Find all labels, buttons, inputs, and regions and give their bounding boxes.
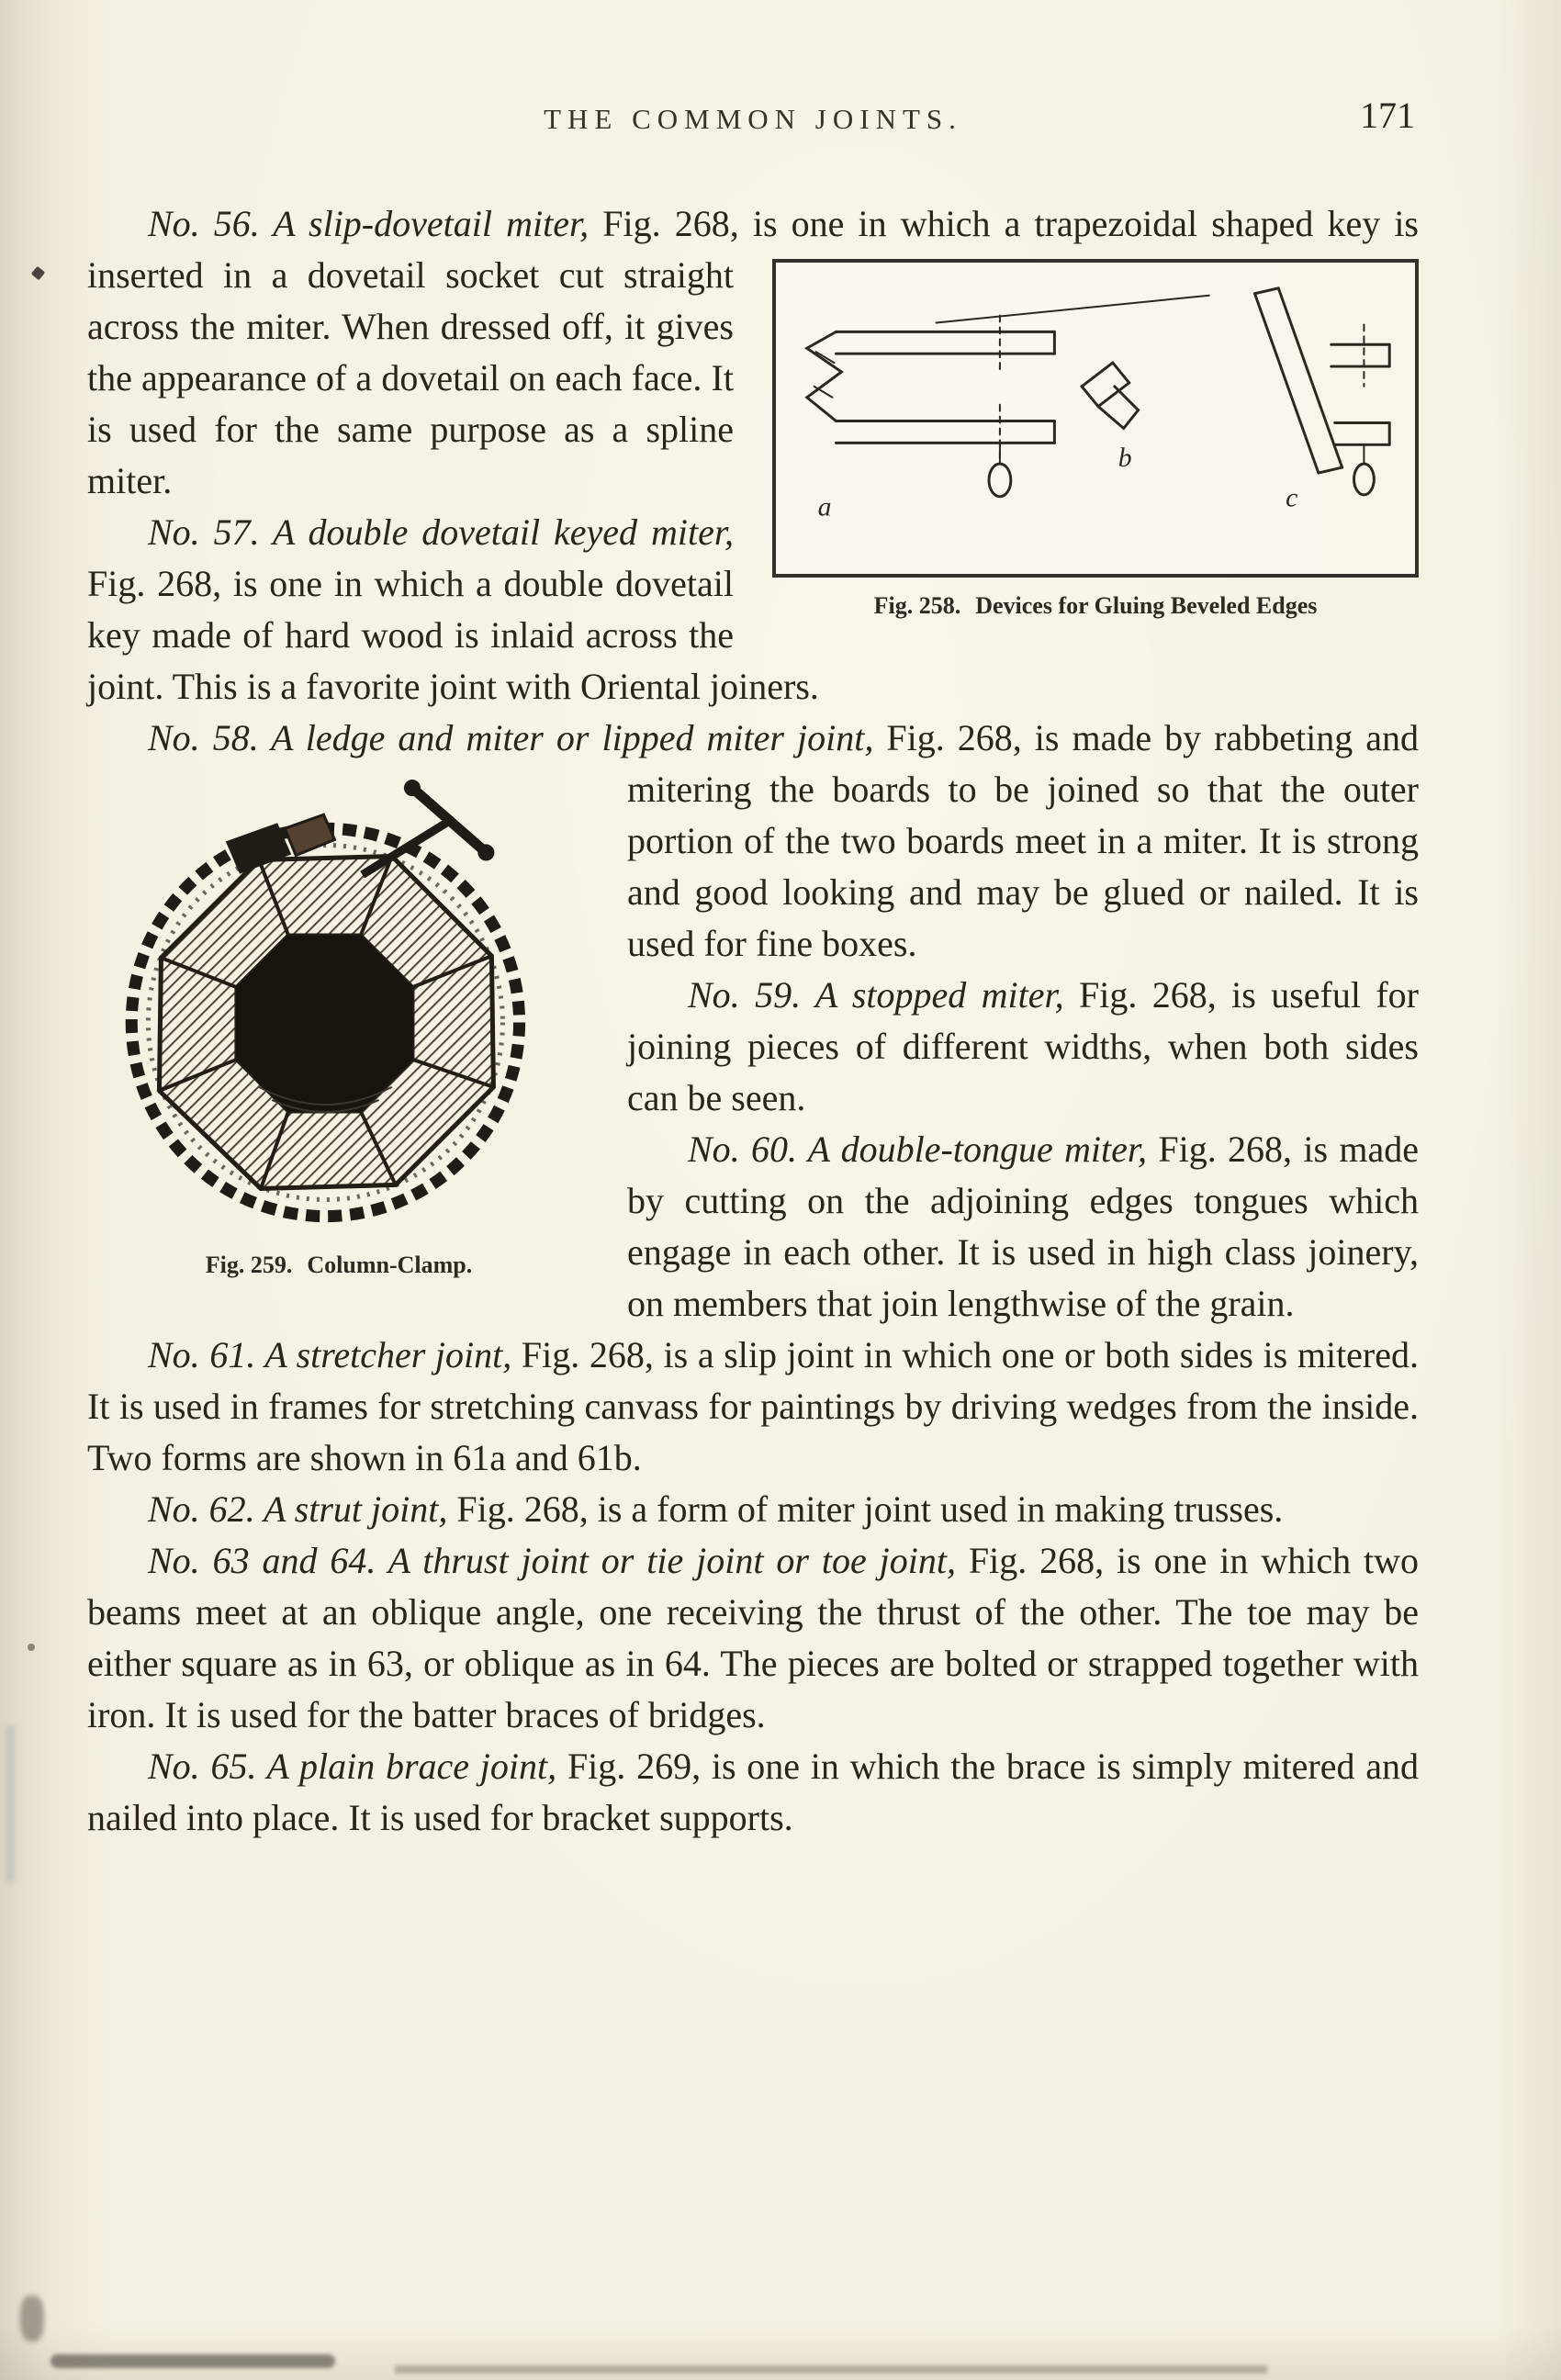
page-content: THE COMMON JOINTS. 171 No. 56. A slip-do… <box>87 92 1419 1844</box>
paragraph-no-62: No. 62. A strut joint, Fig. 268, is a fo… <box>87 1484 1419 1535</box>
page-header: THE COMMON JOINTS. 171 <box>87 92 1419 156</box>
paragraph-no-57: No. 57. A double dovetail keyed miter, F… <box>87 507 1419 713</box>
joint-heading-61: No. 61. A stretcher joint, <box>148 1334 512 1375</box>
joint-heading-57: No. 57. A double dovetail keyed miter, <box>148 511 734 553</box>
glue-devices-illustration: a b c <box>803 286 1391 522</box>
paragraph-no-60: No. 60. A double-tongue miter, Fig. 268,… <box>87 1124 1419 1330</box>
figure-258-caption-number: Fig. 258. <box>873 592 961 620</box>
wood-ring <box>156 853 496 1192</box>
paragraph-no-56: No. 56. A slip-dovetail miter, Fig. 268,… <box>87 198 1419 619</box>
figure-258-caption-text: Devices for Gluing Beveled Edges <box>975 592 1318 620</box>
paragraph-text-57: Fig. 268, is one in which a double dovet… <box>87 563 819 707</box>
paragraph-no-65: No. 65. A plain brace joint, Fig. 269, i… <box>87 1741 1419 1844</box>
scan-artifact <box>28 1644 35 1651</box>
figure-258-labels: a b c <box>818 443 1298 522</box>
scan-artifact <box>6 1726 15 1882</box>
joint-heading-65: No. 65. A plain brace joint, <box>148 1746 557 1787</box>
figure-259-image <box>87 775 590 1237</box>
column-clamp-illustration <box>125 780 526 1223</box>
paragraph-text-60: Fig. 268, is made by cutting on the adjo… <box>627 1128 1419 1324</box>
clamp-screw-handle <box>225 780 495 879</box>
paragraph-no-59: No. 59. A stopped miter, Fig. 268, is us… <box>87 970 1419 1124</box>
figure-259-caption-text: Column-Clamp. <box>307 1251 473 1278</box>
paragraph-text-63-64: Fig. 268, is one in which two beams meet… <box>87 1540 1419 1735</box>
figure-label-c: c <box>1286 484 1297 513</box>
paragraph-no-63-64: No. 63 and 64. A thrust joint or tie joi… <box>87 1535 1419 1741</box>
figure-259: Fig. 259. Column-Clamp. <box>87 775 590 1281</box>
paragraph-text-59: Fig. 268, is useful for joining pieces o… <box>627 974 1419 1118</box>
figure-258-image: a b c <box>772 259 1419 578</box>
paragraph-text-56a: Fig. 268, is one in which a trapezoidal … <box>87 203 1419 296</box>
joint-heading-62: No. 62. A strut joint, <box>148 1488 448 1530</box>
paragraph-no-58: No. 58. A ledge and miter or lipped mite… <box>87 713 1420 1278</box>
device-c-drawing <box>1252 286 1391 497</box>
figure-label-b: b <box>1118 443 1132 473</box>
joint-heading-60: No. 60. A double-tongue miter, <box>688 1128 1148 1170</box>
figure-259-caption: Fig. 259. Column-Clamp. <box>87 1250 590 1281</box>
joint-heading-59: No. 59. A stopped miter, <box>688 974 1064 1016</box>
paragraph-text-58a: Fig. 268, is made by rabbeting and miter… <box>627 717 1420 810</box>
running-title: THE COMMON JOINTS. <box>544 103 962 135</box>
device-a-drawing <box>803 294 1210 499</box>
paragraph-text-62: Fig. 268, is a form of miter joint used … <box>456 1488 1284 1530</box>
paragraph-text-61: Fig. 268, is a slip joint in which one o… <box>87 1334 1420 1478</box>
joint-heading-63-64: No. 63 and 64. A thrust joint or tie joi… <box>148 1540 956 1581</box>
figure-258: a b c Fig. 258. Devices for Gluing Bevele… <box>772 259 1419 622</box>
page-number: 171 <box>1360 95 1415 136</box>
device-b-drawing <box>1080 361 1140 431</box>
scan-artifact <box>20 2296 44 2341</box>
scan-artifact <box>51 2354 335 2368</box>
figure-259-caption-number: Fig. 259. <box>205 1251 293 1278</box>
paragraph-text-56b: across the miter. When dressed off, it g… <box>87 306 734 501</box>
paragraph-no-61: No. 61. A stretcher joint, Fig. 268, is … <box>87 1330 1419 1484</box>
joint-heading-58: No. 58. A ledge and miter or lipped mite… <box>148 717 874 758</box>
paragraph-text-65: Fig. 269, is one in which the brace is s… <box>87 1746 1420 1838</box>
figure-label-a: a <box>818 493 832 522</box>
figure-258-caption: Fig. 258. Devices for Gluing Beveled Edge… <box>772 590 1419 622</box>
paragraph-text-58b: outer portion of the two boards meet in … <box>627 769 1419 964</box>
scan-artifact <box>30 265 46 281</box>
joint-heading-56: No. 56. A slip-dovetail miter, <box>148 203 590 244</box>
scan-artifact <box>395 2365 1267 2374</box>
